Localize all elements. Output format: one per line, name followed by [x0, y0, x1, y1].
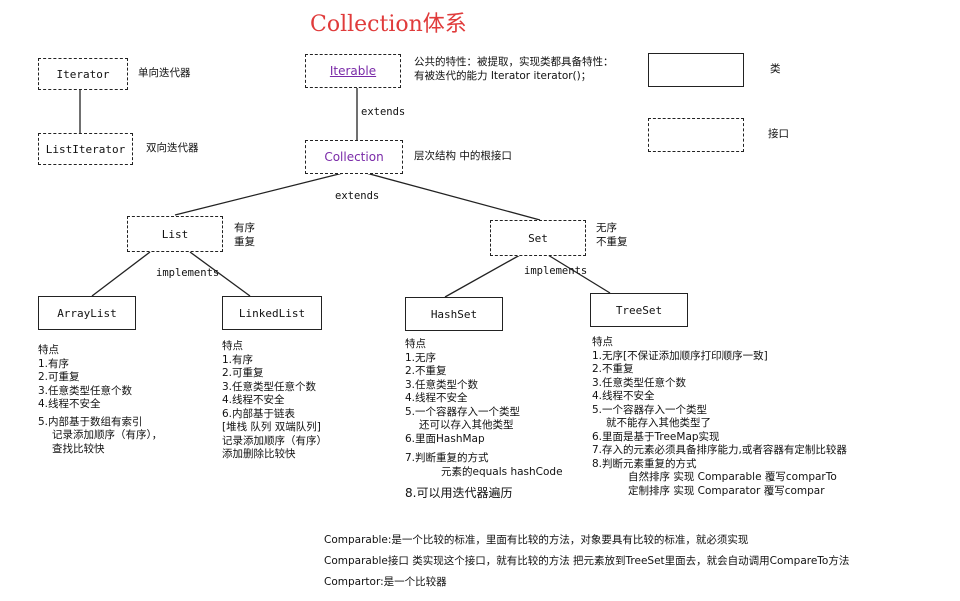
- feature-line: 2.不重复: [405, 365, 447, 377]
- feature-line: 特点: [405, 338, 426, 350]
- legend-interface-box: [648, 118, 744, 152]
- iterable-label: Iterable: [329, 64, 377, 78]
- linkedlist-features: 特点 1.有序 2.可重复 3.任意类型任意个数 4.线程不安全 6.内部基于链…: [222, 340, 327, 462]
- feature-line: 1.有序: [38, 357, 70, 370]
- feature-line: 6.里面是基于TreeMap实现: [592, 430, 720, 443]
- feature-line: 4.线程不安全: [38, 398, 101, 410]
- implements-label-1: implements: [156, 267, 220, 279]
- legend-class-box: [648, 53, 744, 87]
- feature-line: 记录添加顺序（有序）: [222, 434, 327, 447]
- linkedlist-node: LinkedList: [222, 296, 322, 330]
- feature-line: 定制排序 实现 Comparator 覆写compar: [628, 484, 825, 497]
- feature-line: 3.任意类型任意个数: [222, 380, 317, 393]
- feature-line: 还可以存入其他类型: [419, 419, 514, 431]
- listiterator-node: ListIterator: [38, 133, 133, 165]
- feature-line: [堆栈 队列 双端队列]: [222, 421, 321, 433]
- feature-line: 添加删除比较快: [222, 448, 296, 460]
- extends-label-1: extends: [361, 106, 406, 118]
- legend-interface-label: 接口: [768, 128, 789, 140]
- list-note-1: 有序: [234, 222, 255, 234]
- collection-node: Collection: [305, 140, 403, 174]
- set-node: Set: [490, 220, 586, 256]
- legend-class-label: 类: [770, 63, 781, 75]
- feature-line: 元素的equals hashCode: [441, 465, 563, 478]
- iterable-note-2: 有被迭代的能力 Iterator iterator()；: [414, 70, 592, 82]
- feature-line: 1.有序: [222, 353, 254, 366]
- set-note-2: 不重复: [596, 236, 628, 248]
- feature-line: 7.存入的元素必须具备排序能力,或者容器有定制比较器: [592, 444, 847, 456]
- feature-line: 特点: [222, 340, 243, 352]
- iterable-note-1: 公共的特性：被提取，实现类都具备特性：: [414, 56, 614, 68]
- collection-list-line: [174, 169, 356, 216]
- treeset-node: TreeSet: [590, 293, 688, 327]
- feature-line: 4.线程不安全: [222, 394, 285, 406]
- feature-line: 4.线程不安全: [405, 392, 468, 404]
- feature-line: 2.不重复: [592, 363, 634, 375]
- feature-line: 7.判断重复的方式: [405, 452, 489, 464]
- comparable-note: Comparable:是一个比较的标准，里面有比较的方法，对象要具有比较的标准，…: [324, 534, 749, 546]
- feature-line: 1.无序[不保证添加顺序打印顺序一致]: [592, 349, 768, 362]
- implements-label-2: implements: [524, 265, 588, 277]
- feature-line: 就不能存入其他类型了: [606, 417, 711, 429]
- feature-line: 4.线程不安全: [592, 390, 655, 402]
- iterable-node: Iterable: [305, 54, 401, 88]
- set-hashset-line: [444, 254, 521, 298]
- collection-set-line: [354, 169, 541, 221]
- feature-line: 6.里面HashMap: [405, 432, 485, 445]
- feature-line: 自然排序 实现 Comparable 覆写comparTo: [628, 471, 837, 483]
- iterator-note: 单向迭代器: [138, 67, 191, 79]
- feature-line: 2.可重复: [222, 367, 264, 379]
- comparable-interface-note: Comparable接口 类实现这个接口，就有比较的方法 把元素放到TreeSe…: [324, 555, 850, 567]
- collection-note: 层次结构 中的根接口: [414, 150, 512, 162]
- comparator-note: Compartor:是一个比较器: [324, 576, 447, 588]
- feature-line: 8.判断元素重复的方式: [592, 457, 697, 470]
- feature-line: 6.内部基于链表: [222, 407, 296, 420]
- feature-line: 3.任意类型任意个数: [38, 384, 133, 397]
- feature-line: 特点: [592, 336, 613, 348]
- page-title: Collection体系: [310, 12, 467, 37]
- arraylist-features: 特点 1.有序 2.可重复 3.任意类型任意个数 4.线程不安全 5.内部基于数…: [38, 344, 162, 456]
- feature-line: 2.可重复: [38, 371, 80, 383]
- iterator-node: Iterator: [38, 58, 128, 90]
- arraylist-node: ArrayList: [38, 296, 136, 330]
- feature-line: 8.可以用迭代器遍历: [405, 486, 513, 500]
- set-note-1: 无序: [596, 222, 617, 234]
- feature-line: 1.无序: [405, 351, 437, 364]
- list-linkedlist-line: [189, 251, 251, 297]
- extends-label-2: extends: [335, 190, 380, 202]
- feature-line: 5.一个容器存入一个类型: [592, 403, 708, 416]
- list-arraylist-line: [91, 251, 151, 297]
- list-note-2: 重复: [234, 236, 255, 248]
- feature-line: 查找比较快: [52, 442, 105, 455]
- listiterator-note: 双向迭代器: [146, 142, 199, 154]
- feature-line: 3.任意类型任意个数: [592, 376, 687, 389]
- hashset-features: 特点 1.无序 2.不重复 3.任意类型个数 4.线程不安全 5.一个容器存入一…: [405, 338, 563, 501]
- feature-line: 5.一个容器存入一个类型: [405, 405, 521, 418]
- treeset-features: 特点 1.无序[不保证添加顺序打印顺序一致] 2.不重复 3.任意类型任意个数 …: [592, 336, 847, 498]
- collection-label: Collection: [324, 150, 384, 164]
- feature-line: 3.任意类型个数: [405, 378, 479, 391]
- set-treeset-line: [547, 254, 611, 294]
- list-node: List: [127, 216, 223, 252]
- feature-line: 5.内部基于数组有索引: [38, 415, 143, 428]
- hashset-node: HashSet: [405, 297, 503, 331]
- feature-line: 特点: [38, 344, 59, 356]
- feature-line: 记录添加顺序（有序），: [52, 429, 163, 441]
